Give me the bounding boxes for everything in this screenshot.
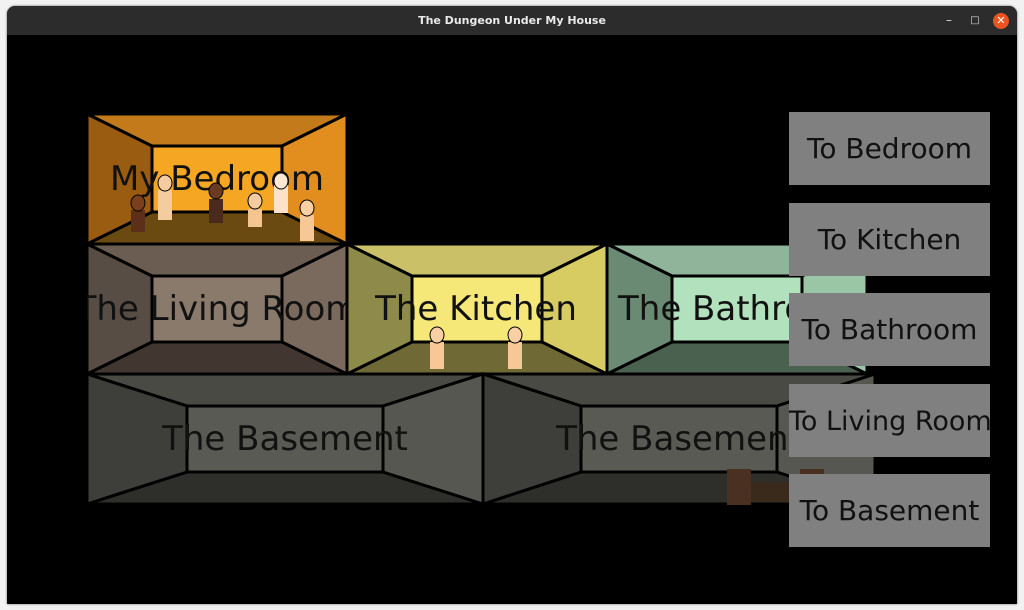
- window-title: The Dungeon Under My House: [418, 14, 606, 27]
- basement-right-label: The Basement: [555, 419, 802, 459]
- bedroom-figure[interactable]: [247, 192, 263, 227]
- living-room-label: The Living Room: [75, 289, 359, 329]
- maximize-icon[interactable]: □: [970, 15, 980, 26]
- basement-left-back-wall: [185, 404, 385, 474]
- bedroom-figure[interactable]: [273, 172, 289, 213]
- bedroom-figure[interactable]: [157, 174, 173, 220]
- room-kitchen: The Kitchen: [345, 241, 609, 377]
- living-back-wall: [150, 274, 284, 344]
- title-bar[interactable]: The Dungeon Under My House – □ ✕: [7, 6, 1017, 35]
- kitchen-figure[interactable]: [429, 326, 445, 369]
- bedroom-figure[interactable]: [130, 194, 146, 232]
- to-basement-button[interactable]: To Basement: [789, 474, 990, 547]
- kitchen-figure[interactable]: [507, 326, 523, 369]
- room-bedroom: My Bedroom: [85, 111, 349, 247]
- to-bedroom-button[interactable]: To Bedroom: [789, 112, 990, 185]
- to-bathroom-button[interactable]: To Bathroom: [789, 293, 990, 366]
- room-living-room: The Living Room: [75, 241, 359, 377]
- close-icon[interactable]: ✕: [993, 13, 1009, 29]
- bedroom-figure[interactable]: [208, 182, 224, 223]
- minimize-icon[interactable]: –: [946, 13, 952, 27]
- basement-right-back-wall: [579, 404, 779, 474]
- basement-left-label: The Basement: [161, 419, 408, 459]
- kitchen-label: The Kitchen: [374, 289, 577, 329]
- bedroom-figure[interactable]: [299, 199, 315, 241]
- to-living-room-button[interactable]: To Living Room: [789, 384, 992, 457]
- room-basement-left: The Basement: [85, 371, 485, 507]
- bathroom-back-wall: [670, 274, 804, 344]
- room-basement-right: The Basement: [481, 371, 877, 507]
- to-kitchen-button[interactable]: To Kitchen: [789, 203, 990, 276]
- basement-crate: [727, 469, 751, 505]
- game-window: The Dungeon Under My House – □ ✕: [7, 6, 1017, 604]
- basement-bench: [751, 482, 791, 502]
- game-canvas: My Bedroom The Living Room: [7, 35, 1017, 604]
